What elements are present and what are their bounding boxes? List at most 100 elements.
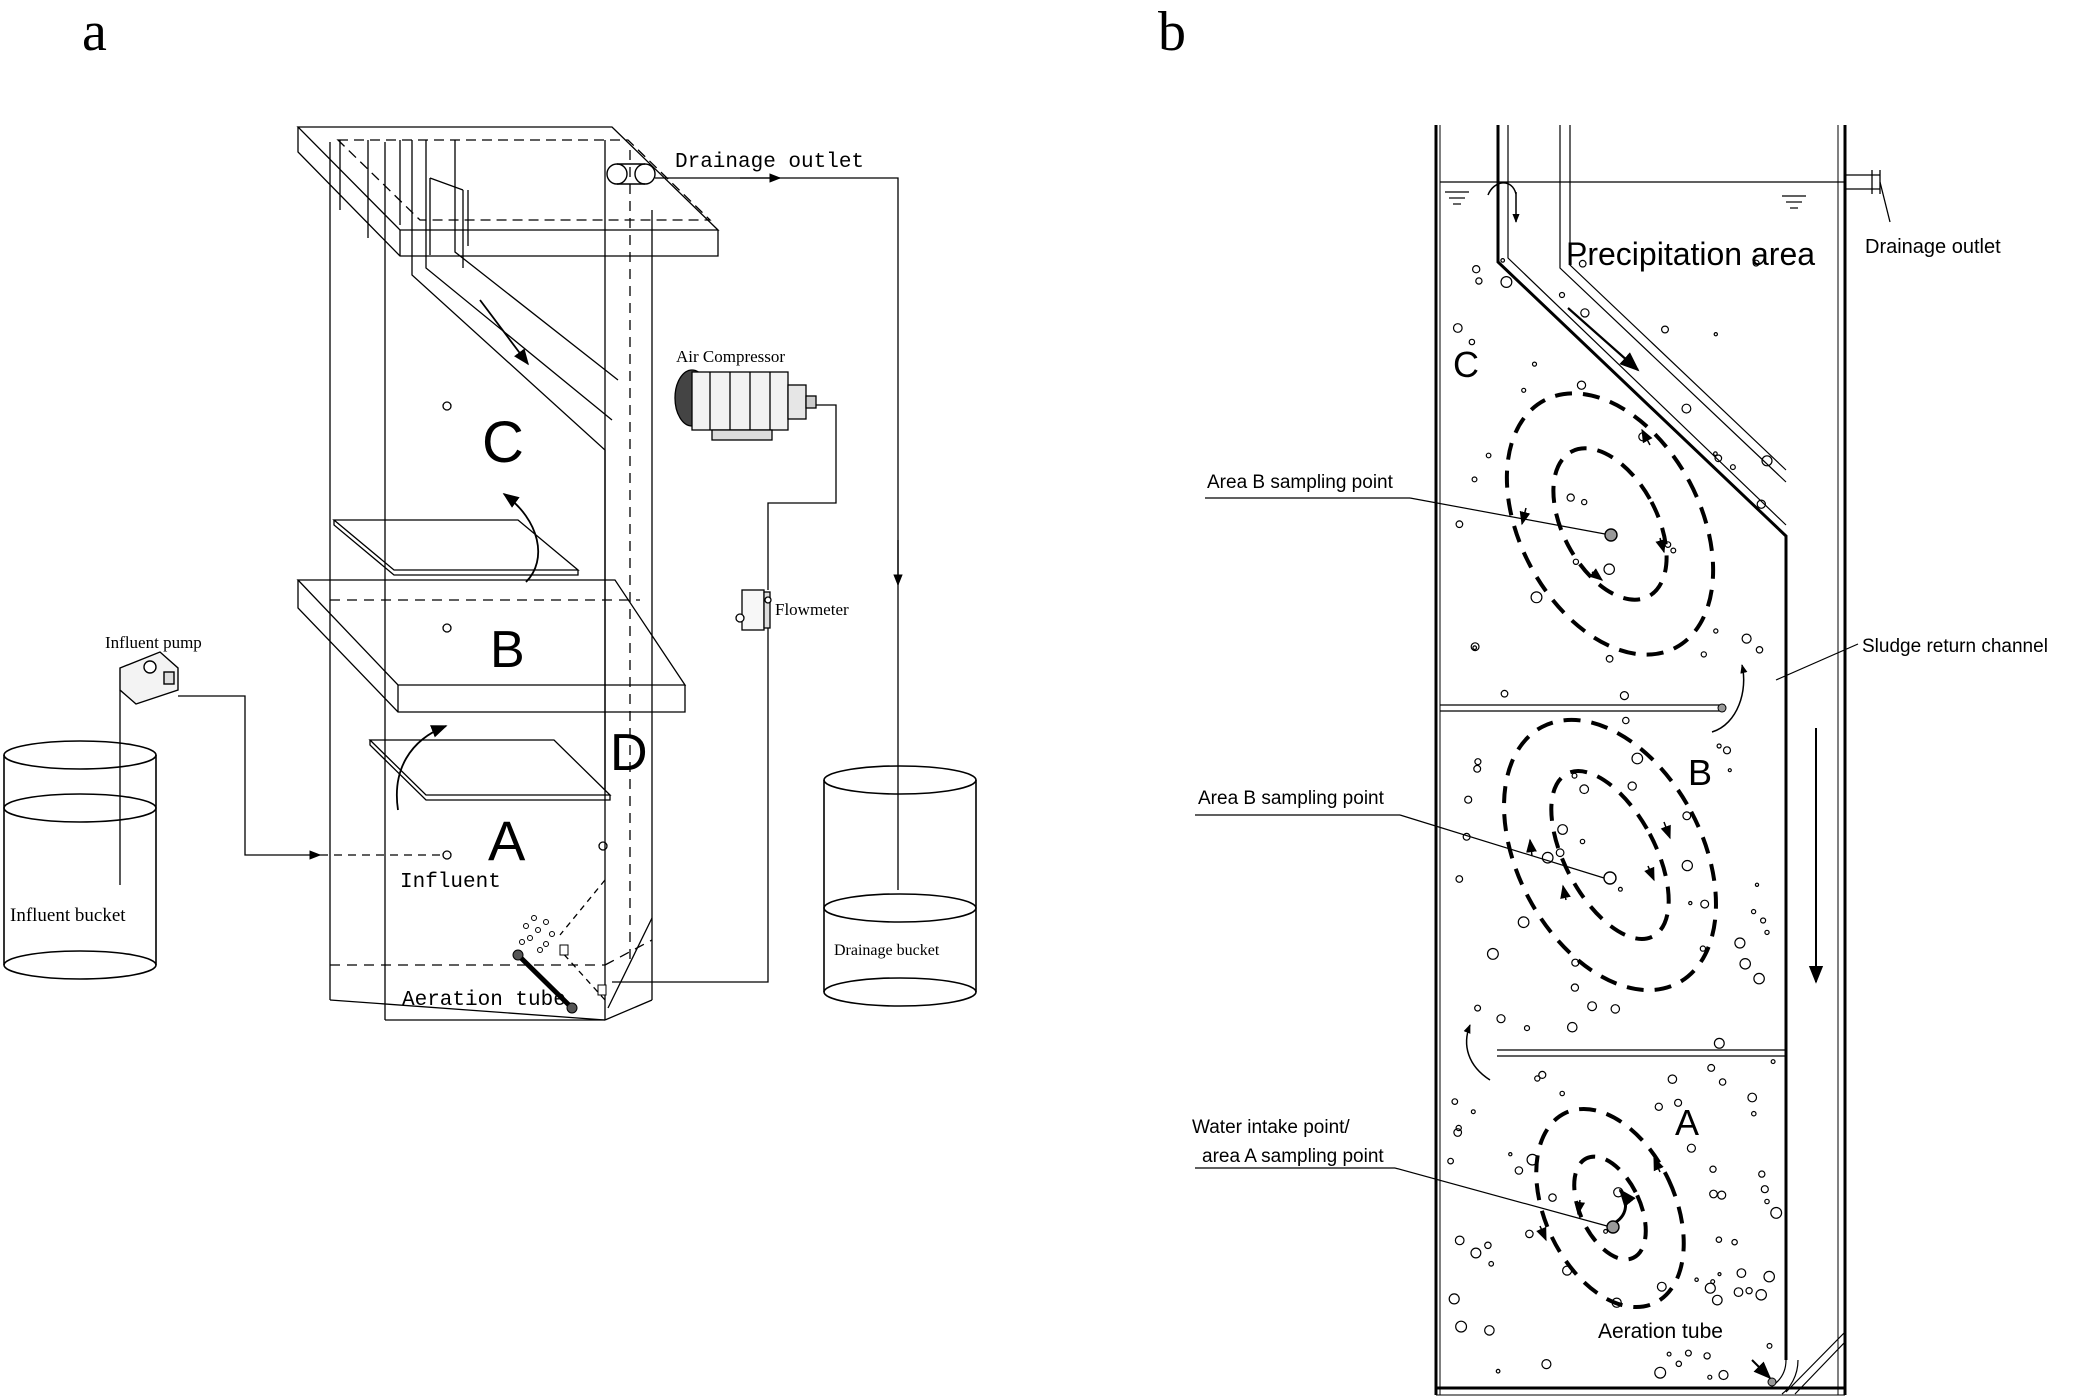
- bubble: [1579, 784, 1590, 795]
- bubble: [1700, 651, 1708, 658]
- air-compressor-label: Air Compressor: [676, 347, 785, 366]
- bubble: [1700, 899, 1710, 909]
- bubble: [1752, 259, 1760, 267]
- bubble: [1531, 361, 1538, 367]
- bubble: [1755, 645, 1764, 654]
- bubble: [1760, 1185, 1769, 1194]
- drainage-bucket: [823, 765, 977, 1007]
- bubble: [1578, 259, 1587, 268]
- bubble: [1517, 916, 1530, 929]
- bubble: [1570, 983, 1580, 992]
- bubble: [1638, 432, 1648, 442]
- bubble: [1713, 1037, 1725, 1049]
- bubble: [1631, 752, 1644, 765]
- drainage-outlet-nozzle: [1845, 170, 1891, 223]
- bubble: [1610, 1004, 1621, 1014]
- bubble: [1675, 1360, 1683, 1368]
- bubble: [1485, 452, 1492, 459]
- bubble: [1713, 628, 1719, 634]
- top-plate: [296, 126, 720, 268]
- bubble: [1534, 1075, 1541, 1082]
- drainage-outlet-fitting: [606, 163, 656, 185]
- bubble: [1474, 758, 1482, 766]
- drainage-bucket-label: Drainage bucket: [834, 942, 940, 959]
- bubble: [1681, 859, 1694, 872]
- middle-plate: [296, 579, 687, 713]
- bubble: [1731, 1238, 1738, 1246]
- bubble: [1666, 1351, 1672, 1357]
- bubble: [1714, 454, 1723, 463]
- bubble: [1541, 851, 1554, 864]
- bubble: [1756, 499, 1767, 509]
- bubble: [1736, 1268, 1747, 1278]
- bubble: [1611, 1297, 1622, 1308]
- bubble: [1521, 387, 1527, 393]
- bubble: [1555, 848, 1565, 858]
- bubble: [1699, 945, 1707, 952]
- flowmeter-label: Flowmeter: [775, 600, 849, 619]
- bubble: [1686, 1143, 1697, 1153]
- bubble: [1753, 972, 1765, 985]
- bubble: [1495, 1368, 1501, 1374]
- bubble: [1688, 900, 1693, 906]
- zone-d-label: D: [610, 724, 648, 782]
- bubble: [1488, 1260, 1495, 1267]
- bubble: [1717, 1271, 1722, 1277]
- zone-c-label-b: C: [1453, 344, 1479, 385]
- bubble: [1770, 1059, 1776, 1065]
- bubble: [1530, 591, 1543, 604]
- panel-a-label: a: [82, 1, 107, 63]
- zone-a-label: A: [488, 809, 526, 872]
- bubble: [1558, 291, 1566, 299]
- bubble: [1694, 1277, 1699, 1283]
- bubble: [1667, 1074, 1678, 1084]
- bubble: [1733, 1287, 1744, 1297]
- bubble: [1704, 1282, 1716, 1294]
- zone-a-label-b: A: [1675, 1102, 1699, 1143]
- zone-a-circulation: [1534, 1106, 1686, 1310]
- bubble: [1603, 563, 1615, 575]
- bubble: [1500, 689, 1509, 698]
- bubble: [1734, 937, 1746, 949]
- zone-c-circulation: [1504, 391, 1716, 657]
- bubble: [1707, 1374, 1713, 1380]
- bubble: [1523, 1024, 1531, 1032]
- bubble: [1500, 276, 1513, 289]
- aeration-tube-label-a: Aeration tube: [402, 989, 566, 1012]
- bubble: [1603, 1228, 1609, 1234]
- bubble: [1571, 772, 1578, 779]
- bubble: [1455, 1124, 1462, 1132]
- bubble: [1755, 1289, 1767, 1301]
- bubble: [1758, 1170, 1766, 1178]
- bubble: [1715, 1236, 1723, 1244]
- bubble: [1710, 1279, 1716, 1285]
- bubble: [1541, 1358, 1552, 1370]
- bubble: [1681, 403, 1692, 414]
- bubble: [1455, 520, 1464, 529]
- bubble: [1538, 1070, 1547, 1080]
- bubble: [1468, 338, 1476, 346]
- air-bubbles: [1447, 258, 1783, 1381]
- bubble: [1713, 332, 1719, 337]
- area-b-sampling-point-1-label: Area B sampling point: [1207, 472, 1394, 493]
- bubble: [1754, 882, 1760, 888]
- bubble: [1711, 1294, 1723, 1306]
- bubble: [1656, 1281, 1667, 1292]
- bubble: [1745, 1286, 1753, 1295]
- bubble: [1750, 908, 1757, 915]
- influent-pump-label: Influent pump: [105, 633, 202, 652]
- bubble: [1448, 1293, 1460, 1305]
- bubble: [1654, 1366, 1667, 1379]
- bubble: [1471, 265, 1481, 274]
- bubble: [1484, 1325, 1495, 1336]
- bubble: [1682, 811, 1692, 821]
- bubble: [1605, 654, 1614, 663]
- bubble: [1525, 1229, 1534, 1239]
- upper-deflector: [332, 519, 580, 576]
- bubble: [1455, 1320, 1468, 1333]
- bubble: [1703, 1352, 1711, 1360]
- bubble: [1572, 558, 1580, 566]
- bubble: [1567, 1021, 1578, 1033]
- bubble: [1470, 1109, 1476, 1115]
